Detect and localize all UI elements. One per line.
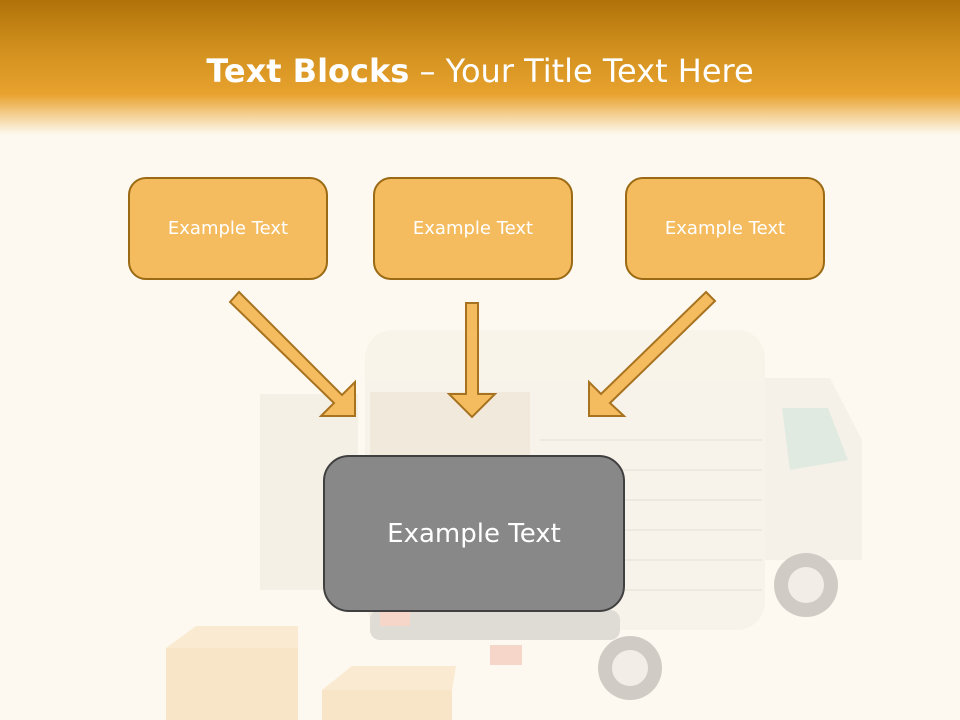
title-bold: Text Blocks — [206, 52, 410, 90]
arrow-down-icon — [446, 302, 498, 419]
center-text-block[interactable]: Example Text — [323, 455, 625, 612]
text-block-3-label: Example Text — [664, 218, 786, 239]
truck-window — [782, 408, 848, 470]
header-bar — [0, 0, 960, 135]
arrow-right-icon — [588, 290, 717, 417]
text-block-2[interactable]: Example Text — [373, 177, 573, 280]
center-text-block-label: Example Text — [387, 518, 561, 549]
text-block-2-label: Example Text — [412, 218, 534, 239]
cardboard-box — [322, 690, 452, 720]
cardboard-box — [166, 648, 298, 720]
title-rest: – Your Title Text Here — [409, 52, 754, 90]
truck-wheel — [774, 553, 838, 617]
text-block-3[interactable]: Example Text — [625, 177, 825, 280]
slide-title: Text Blocks – Your Title Text Here — [0, 52, 960, 90]
text-block-1-label: Example Text — [167, 218, 289, 239]
text-block-1[interactable]: Example Text — [128, 177, 328, 280]
arrow-left-icon — [228, 290, 356, 417]
truck-cab — [765, 378, 862, 560]
truck-wheel — [598, 636, 662, 700]
